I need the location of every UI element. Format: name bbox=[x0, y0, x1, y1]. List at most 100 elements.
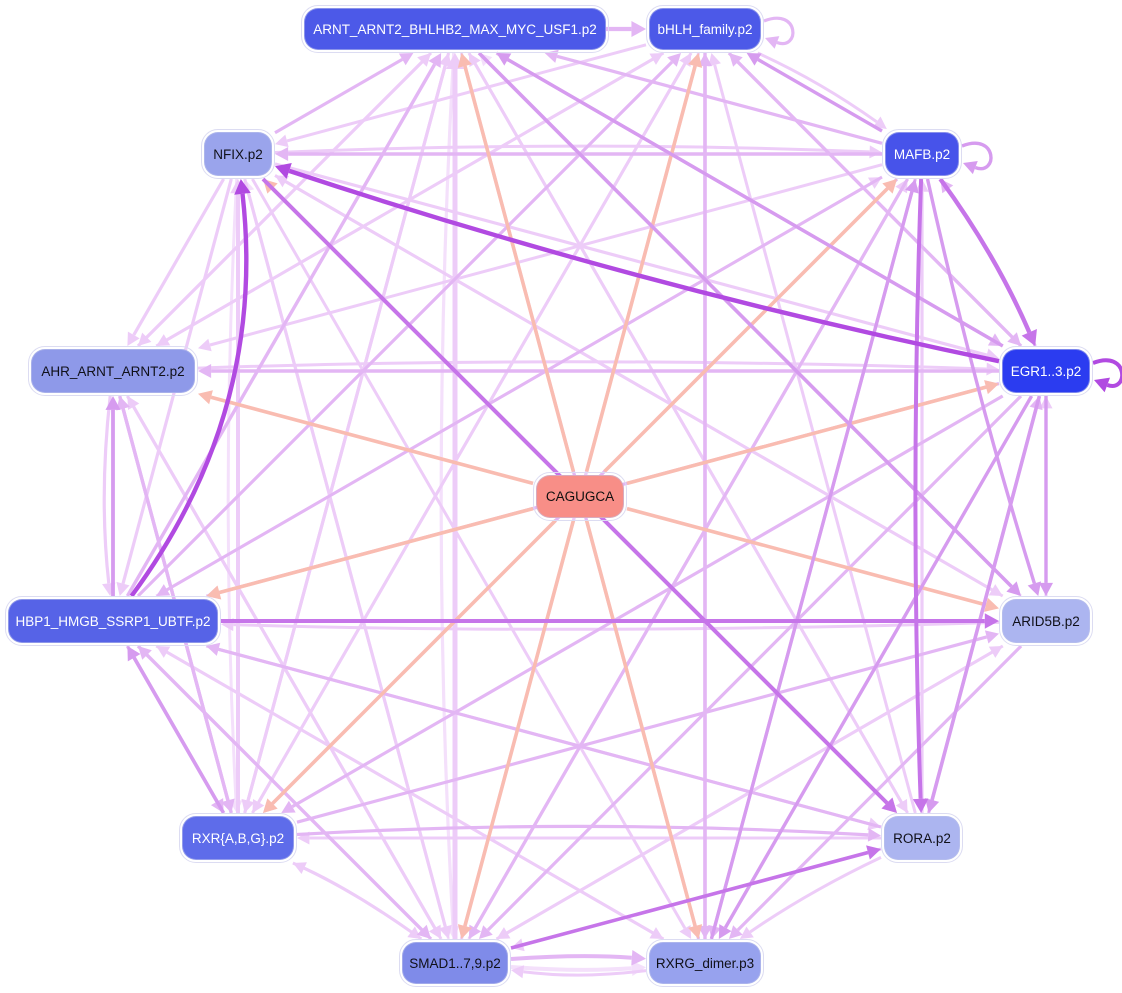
edge-arrowhead bbox=[679, 925, 692, 939]
edge-arrowhead bbox=[252, 799, 265, 813]
edge-arrowhead bbox=[544, 49, 559, 63]
edge-line bbox=[506, 58, 1004, 348]
edge-line bbox=[243, 178, 447, 928]
edge-arrowhead bbox=[105, 396, 121, 410]
edge-line bbox=[486, 394, 1023, 932]
edge-line bbox=[210, 395, 534, 486]
node-label: HBP1_HMGB_SSRP1_UBTF.p2 bbox=[15, 613, 211, 629]
edge-line bbox=[288, 168, 1000, 364]
edge-line bbox=[763, 16, 795, 46]
edge-arrowhead bbox=[496, 53, 512, 66]
edge-arrowhead bbox=[275, 134, 289, 148]
node-rora[interactable]: RORA.p2 bbox=[881, 813, 963, 863]
node-label: AHR_ARNT_ARNT2.p2 bbox=[41, 363, 185, 379]
edge-arrowhead bbox=[1021, 329, 1037, 346]
node-cagugca[interactable]: CAGUGCA bbox=[533, 471, 627, 521]
edge-line bbox=[102, 395, 112, 584]
edge-line bbox=[218, 647, 882, 829]
edge-arrowhead bbox=[895, 799, 908, 813]
edge-arrowhead bbox=[688, 53, 703, 68]
edge-arrowhead bbox=[984, 380, 999, 395]
edge-arrowhead bbox=[428, 924, 442, 939]
edge-arrowhead bbox=[708, 53, 721, 67]
edge-line bbox=[136, 60, 674, 598]
edge-line bbox=[136, 644, 423, 931]
edge-arrowhead bbox=[718, 924, 732, 939]
edge-arrowhead bbox=[138, 332, 152, 346]
node-rxrabg[interactable]: RXR{A,B,G}.p2 bbox=[179, 813, 297, 863]
edge-line bbox=[930, 395, 1042, 801]
edge-arrowhead bbox=[234, 179, 251, 195]
edge-arrowhead bbox=[688, 924, 703, 939]
node-label: MAFB.p2 bbox=[893, 146, 951, 162]
node-label: ARID5B.p2 bbox=[1012, 613, 1080, 629]
edge-arrowhead bbox=[866, 845, 881, 860]
edge-line bbox=[197, 360, 987, 371]
edge-line bbox=[925, 178, 1037, 585]
node-smad[interactable]: SMAD1..7,9.p2 bbox=[399, 939, 511, 987]
edge-arrowhead bbox=[263, 798, 278, 813]
edge-line bbox=[506, 644, 1004, 935]
edge-line bbox=[477, 51, 1013, 588]
node-label: RXR{A,B,G}.p2 bbox=[191, 830, 285, 846]
edge-line bbox=[736, 644, 1023, 932]
edge-line bbox=[510, 850, 869, 950]
edge-line bbox=[510, 954, 632, 961]
edge-line bbox=[473, 178, 909, 929]
node-nfix[interactable]: NFIX.p2 bbox=[201, 129, 275, 179]
edge-arrowhead bbox=[407, 926, 422, 939]
edge-arrowhead bbox=[198, 338, 212, 352]
node-mafb[interactable]: MAFB.p2 bbox=[882, 129, 962, 179]
node-bhlh[interactable]: bHLH_family.p2 bbox=[646, 5, 764, 53]
edge-line bbox=[439, 52, 456, 927]
node-hbp1[interactable]: HBP1_HMGB_SSRP1_UBTF.p2 bbox=[5, 596, 221, 646]
edge-line bbox=[274, 162, 988, 357]
edge-arrowhead bbox=[631, 20, 646, 38]
edge-line bbox=[226, 178, 239, 801]
edge-arrowhead bbox=[457, 53, 472, 68]
edge-line bbox=[584, 520, 697, 927]
edge-line bbox=[291, 394, 1004, 808]
edge-line bbox=[274, 144, 870, 154]
edge-arrowhead bbox=[198, 390, 213, 405]
node-arid5b[interactable]: ARID5B.p2 bbox=[999, 596, 1093, 646]
edge-line bbox=[126, 395, 437, 929]
edge-line bbox=[166, 175, 883, 592]
edge-arrowhead bbox=[438, 924, 452, 939]
edge-line bbox=[709, 191, 914, 940]
edge-arrowhead bbox=[905, 179, 919, 194]
node-label: bHLH_family.p2 bbox=[657, 21, 753, 37]
edge-arrowhead bbox=[416, 924, 431, 939]
node-ahr[interactable]: AHR_ARNT_ARNT2.p2 bbox=[28, 346, 198, 396]
edge-line bbox=[727, 51, 1014, 339]
edge-arrowhead bbox=[765, 36, 780, 49]
node-arnt[interactable]: ARNT_ARNT2_BHLHB2_MAX_MYC_USF1.p2 bbox=[301, 5, 609, 53]
edge-arrowhead bbox=[984, 597, 999, 612]
edge-arrowhead bbox=[127, 646, 141, 662]
edge-line bbox=[246, 52, 451, 802]
edge-line bbox=[118, 395, 230, 801]
edge-arrowhead bbox=[988, 584, 1003, 596]
edge-line bbox=[145, 51, 433, 339]
edge-arrowhead bbox=[156, 334, 171, 346]
edge-arrowhead bbox=[198, 363, 212, 379]
edge-line bbox=[132, 178, 225, 336]
edge-arrowhead bbox=[667, 53, 681, 67]
edge-line bbox=[584, 65, 697, 472]
edge-line bbox=[274, 174, 993, 592]
edge-arrowhead bbox=[649, 927, 664, 939]
edge-line bbox=[749, 856, 882, 934]
node-label: EGR1..3.p2 bbox=[1010, 363, 1082, 379]
edge-arrowhead bbox=[206, 585, 222, 600]
edge-arrowhead bbox=[511, 965, 525, 979]
edge-line bbox=[132, 656, 226, 814]
edge-arrowhead bbox=[984, 613, 999, 629]
edge-line bbox=[274, 58, 404, 135]
node-egr[interactable]: EGR1..3.p2 bbox=[999, 346, 1093, 396]
edge-line bbox=[723, 395, 1034, 929]
edge-arrowhead bbox=[912, 798, 929, 813]
node-rxrg[interactable]: RXRG_dimer.p3 bbox=[646, 939, 764, 987]
edge-line bbox=[913, 178, 924, 799]
